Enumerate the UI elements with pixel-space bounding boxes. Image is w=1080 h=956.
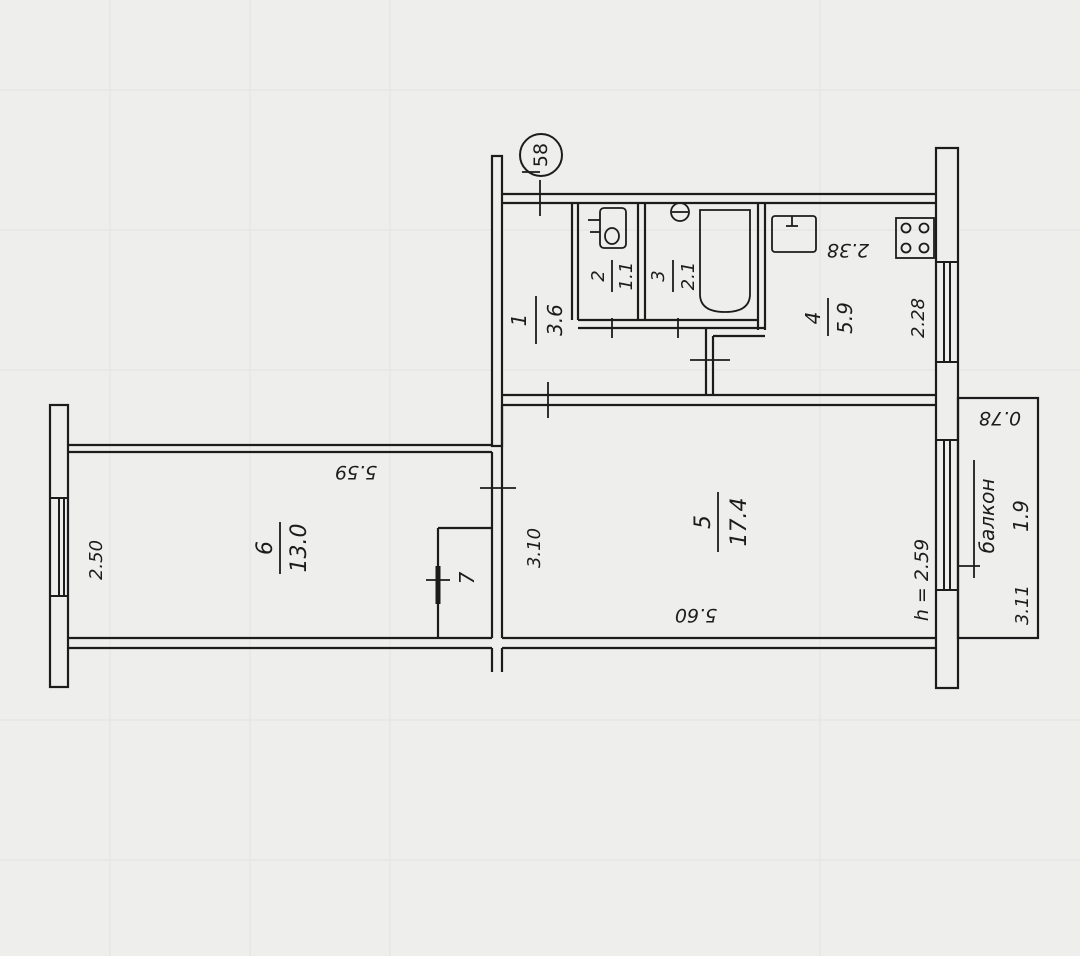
ceiling-height: h = 2.59	[911, 539, 933, 621]
room-3-area: 2.1	[678, 262, 699, 291]
balcony-outline	[956, 396, 1040, 640]
wall-right-outer	[934, 146, 960, 690]
sink-icon	[670, 202, 690, 222]
dim-room5-width: 3.10	[524, 528, 545, 568]
room-6-number: 6	[253, 541, 278, 555]
axis-marker-label: 58	[530, 143, 552, 167]
bathtub-icon	[699, 209, 751, 313]
wall-center-partition	[490, 154, 504, 448]
dim-kitchen-length: 2.38	[827, 239, 869, 261]
room-5-area: 17.4	[727, 498, 752, 547]
dim-balcony-width: 0.78	[979, 407, 1021, 429]
dim-kitchen-width: 2.28	[908, 298, 929, 338]
room-4-area: 5.9	[833, 302, 857, 334]
dim-room6-length: 5.59	[335, 461, 377, 483]
room-1-number: 1	[507, 314, 531, 327]
dim-room6-width: 2.50	[86, 540, 107, 580]
kitchen-sink-icon	[771, 215, 817, 253]
balcony-name: балкон	[975, 479, 999, 554]
room-2-number: 2	[588, 270, 609, 281]
dim-balcony-length: 3.11	[1012, 585, 1033, 625]
room-4-number: 4	[801, 312, 825, 325]
room-6-area: 13.0	[287, 524, 312, 573]
stove-icon	[895, 217, 935, 259]
dim-room5-length: 5.60	[675, 604, 717, 626]
room-3-number: 3	[648, 270, 669, 281]
room-2-area: 1.1	[616, 262, 637, 291]
room-7-number: 7	[455, 571, 479, 584]
room-1-area: 3.6	[543, 304, 567, 336]
axis-marker-icon	[519, 133, 563, 177]
room-5-number: 5	[691, 515, 716, 529]
toilet-icon	[588, 207, 627, 249]
balcony-area: 1.9	[1009, 500, 1033, 532]
